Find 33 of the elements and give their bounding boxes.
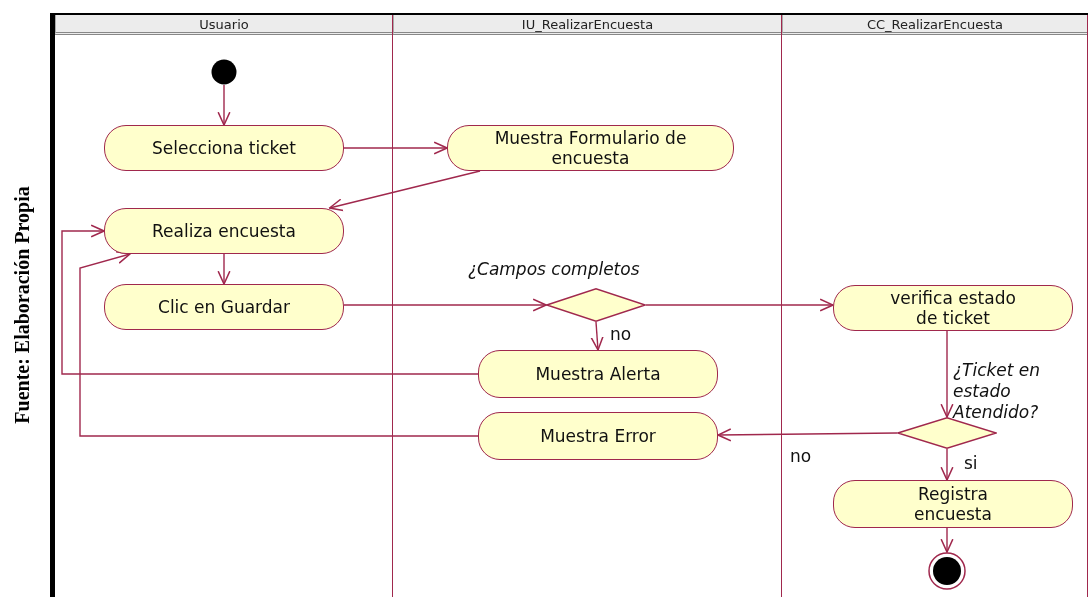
caption: Fuente: Elaboración Propia	[10, 185, 34, 426]
arrow	[940, 527, 954, 553]
activity-box: Muestra Formulario de encuesta	[447, 125, 734, 171]
arrow	[217, 253, 231, 285]
arrow	[328, 170, 481, 212]
arrow	[717, 428, 898, 442]
start-node	[211, 59, 237, 85]
activity-box: Realiza encuesta	[104, 208, 344, 254]
guard-condition: ¿Ticket en estado Atendido?	[953, 360, 1042, 423]
swimlane	[55, 15, 393, 597]
lane-header: Usuario	[55, 15, 392, 35]
swimlane	[393, 15, 782, 597]
arrow	[940, 330, 954, 418]
activity-box: Registra encuesta	[833, 480, 1073, 528]
arrow	[61, 224, 479, 375]
end-node	[928, 552, 966, 590]
swimlane	[782, 15, 1088, 597]
guard-condition: ¿Campos completos	[468, 259, 641, 280]
lane-header: CC_RealizarEncuesta	[782, 15, 1087, 35]
arrow	[217, 84, 231, 126]
arrow	[590, 321, 604, 351]
activity-box: Muestra Error	[478, 412, 718, 460]
arrow	[343, 298, 547, 312]
activity-box: Selecciona ticket	[104, 125, 344, 171]
decision-diamond	[897, 417, 997, 449]
decision-diamond	[546, 288, 646, 322]
arrow	[343, 141, 448, 155]
lane-header: IU_RealizarEncuesta	[393, 15, 781, 35]
arrow	[645, 298, 834, 312]
activity-box: Muestra Alerta	[478, 350, 718, 398]
activity-box: verifica estado de ticket	[833, 285, 1073, 331]
activity-box: Clic en Guardar	[104, 284, 344, 330]
arrow	[940, 448, 954, 481]
